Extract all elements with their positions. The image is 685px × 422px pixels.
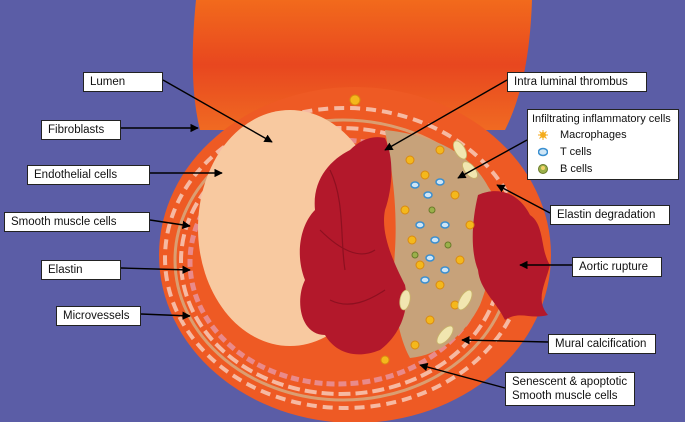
legend-item-b-cells: B cells — [538, 163, 592, 175]
macrophage-icon — [538, 130, 548, 140]
legend-item-macrophages: Macrophages — [538, 129, 627, 141]
inflammatory-cells-legend: Infiltrating inflammatory cells Macropha… — [527, 109, 679, 180]
label-elastin-degradation: Elastin degradation — [550, 205, 670, 225]
senescent-line-2: Smooth muscle cells — [512, 390, 618, 402]
vessel-tube — [192, 0, 532, 130]
legend-title: Infiltrating inflammatory cells — [532, 113, 671, 125]
pointer-arrows — [120, 79, 572, 389]
label-aortic-rupture: Aortic rupture — [572, 257, 662, 277]
label-intra-luminal-thrombus: Intra luminal thrombus — [507, 72, 647, 92]
legend-label-t-cells: T cells — [560, 146, 592, 158]
legend-label-macrophages: Macrophages — [560, 129, 627, 141]
aortic-rupture — [472, 191, 550, 320]
legend-label-b-cells: B cells — [560, 163, 593, 175]
t-cells — [410, 178, 450, 284]
b-cell-icon — [538, 164, 548, 174]
label-senescent-apoptotic: Senescent & apoptotic Smooth muscle cell… — [505, 372, 635, 406]
label-lumen: Lumen — [83, 72, 163, 92]
macrophage-cells — [349, 94, 475, 365]
calcification — [399, 140, 478, 345]
label-smooth-muscle-cells: Smooth muscle cells — [4, 212, 150, 232]
label-mural-calcification: Mural calcification — [548, 334, 656, 354]
label-elastin: Elastin — [41, 260, 121, 280]
senescent-line-1: Senescent & apoptotic — [512, 376, 628, 388]
label-endothelial-cells: Endothelial cells — [27, 165, 150, 185]
label-fibroblasts: Fibroblasts — [41, 120, 121, 140]
label-microvessels: Microvessels — [56, 306, 141, 326]
legend-item-t-cells: T cells — [538, 146, 592, 158]
b-cells — [411, 206, 452, 259]
thrombus — [299, 137, 407, 355]
t-cell-icon — [538, 147, 548, 157]
